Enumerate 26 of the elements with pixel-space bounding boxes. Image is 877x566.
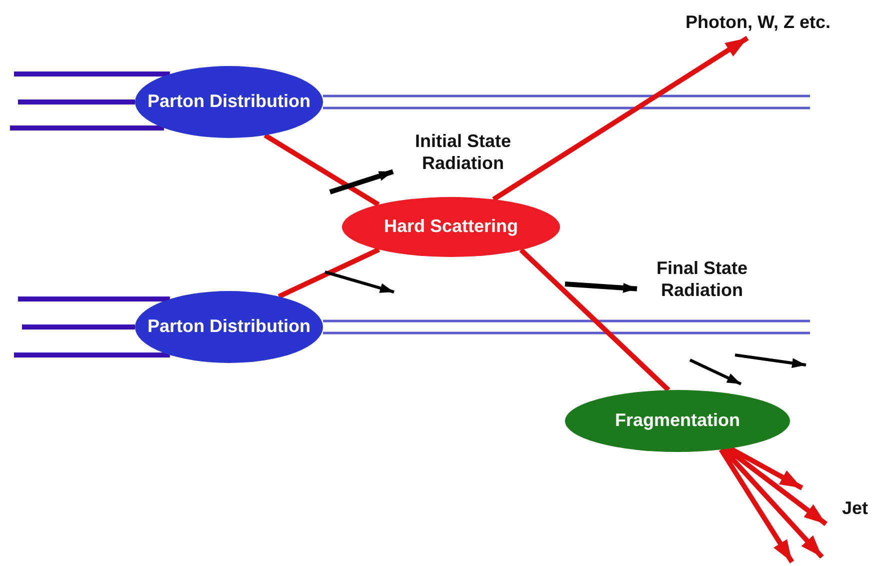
- beam-line: [322, 320, 812, 334]
- connector-line: [22, 324, 135, 330]
- process-ellipse: Parton Distribution: [135, 291, 323, 363]
- arrow: [564, 282, 638, 293]
- connector-line: [14, 352, 170, 358]
- jet-label: Jet: [842, 498, 868, 519]
- arrow: [329, 169, 394, 194]
- radiation-label: Final State Radiation: [637, 253, 767, 307]
- beam-line: [322, 94, 812, 110]
- arrow: [492, 36, 749, 202]
- process-ellipse: Parton Distribution: [135, 66, 323, 138]
- connector-line: [18, 296, 170, 302]
- connector-line: [519, 248, 670, 392]
- arrow: [722, 448, 824, 559]
- particle-label: Photon, W, Z etc.: [648, 8, 868, 38]
- process-ellipse: Fragmentation: [565, 390, 790, 452]
- arrow: [729, 446, 804, 490]
- radiation-label: Initial State Radiation: [393, 126, 533, 180]
- arrow: [718, 448, 794, 564]
- connector-line: [264, 133, 380, 207]
- connector-line: [278, 247, 380, 299]
- connector-line: [10, 126, 164, 130]
- connector-line: [14, 72, 170, 76]
- process-ellipse: Hard Scattering: [342, 197, 560, 257]
- connector-line: [18, 100, 135, 104]
- arrow: [725, 446, 828, 526]
